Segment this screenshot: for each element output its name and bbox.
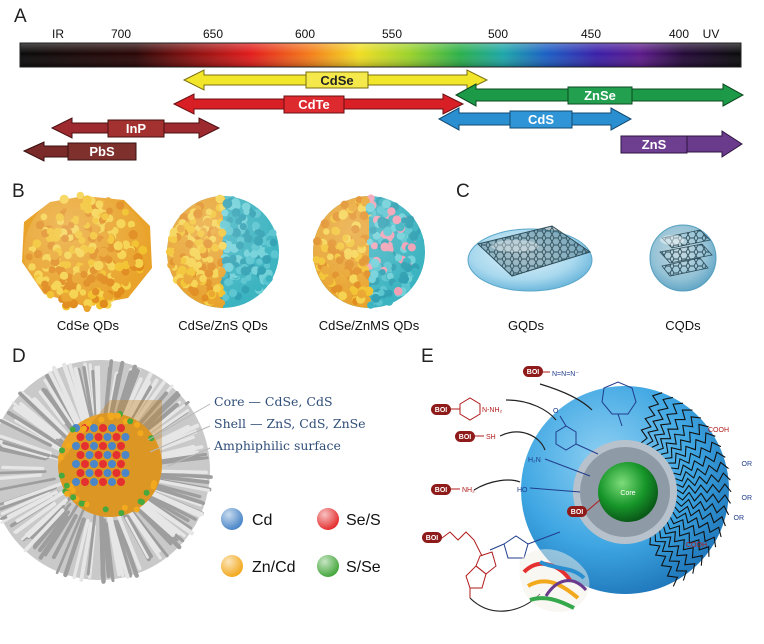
tick-label-700: 700: [111, 27, 131, 41]
caption-cdse-znms-qds: CdSe/ZnMS QDs: [319, 318, 420, 333]
cooh-label: COOH: [708, 427, 729, 434]
caption-cdse-qds: CdSe QDs: [57, 318, 120, 333]
arrow-cds: CdS: [437, 107, 633, 131]
carboxyl-ho-label: HO: [517, 487, 528, 494]
atom-legend: Cd Se/S Zn/Cd S/Se: [221, 508, 381, 577]
boi-reagents: BOI N=N=N⁻ BOI N-NH₂ BOI SH BOI NH₂ BOI: [422, 366, 601, 598]
arrow-label-zns: ZnS: [642, 137, 667, 152]
nhs-ester-group: [489, 531, 561, 559]
cdse-zns-qd-sphere: [165, 194, 281, 310]
cdse-znms-qd-sphere: [311, 194, 427, 310]
amine-group-label: NH₂: [462, 487, 475, 494]
arrow-pbs: PbS: [22, 141, 137, 162]
annotation-shell: Shell — ZnS, CdS, ZnSe: [214, 416, 366, 431]
caption-cdse-zns-qds: CdSe/ZnS QDs: [178, 318, 268, 333]
cdse-qd-sphere: [22, 190, 152, 314]
boi-hydrazine: BOI N-NH₂: [431, 397, 502, 421]
legend-label-s-se: S/Se: [346, 559, 381, 576]
cqd-illustration: [649, 224, 717, 292]
arrow-znse: ZnSe: [454, 83, 745, 107]
arrow-cdte: CdTe: [172, 93, 465, 115]
annotation-amphiphilic-surface: Amphiphilic surface: [213, 438, 341, 453]
core-label: Core: [620, 490, 635, 497]
tick-label-450: 450: [581, 27, 601, 41]
amine-surface-group: H₂N: [528, 457, 591, 477]
cyclooctyne-group: [601, 381, 637, 427]
boi-surface-bound: BOI: [567, 499, 601, 517]
arrow-cdse: CdSe: [182, 69, 489, 91]
arrow-zns: ZnS: [620, 130, 743, 158]
or-label: OR: [742, 461, 753, 468]
callout-lines: [147, 403, 211, 467]
carboxyl-group: HO: [517, 487, 581, 494]
functionalized-qd: Core: [521, 386, 732, 594]
arrow-label-pbs: PbS: [89, 144, 115, 159]
spectrum-tick-labels: IR 700 650 600 550 500 450 400 UV: [52, 27, 719, 41]
core-shell-qd-cutaway: [0, 359, 213, 584]
boi-amine: BOI NH₂: [431, 484, 475, 495]
protein-ribbon: [519, 549, 590, 612]
arrow-label-znse: ZnSe: [584, 88, 616, 103]
arrow-label-cdte: CdTe: [298, 97, 330, 112]
legend-label-se-s: Se/S: [346, 512, 381, 529]
panel-label-c: C: [456, 181, 470, 202]
tick-label-500: 500: [488, 27, 508, 41]
cooh-labels: COOH COOH: [686, 427, 729, 549]
surface-amine-label: H₂N: [528, 457, 541, 464]
tick-label-ir: IR: [52, 27, 64, 41]
boi-tag-label: BOI: [435, 407, 448, 414]
arrow-label-cds: CdS: [528, 112, 554, 127]
tick-label-650: 650: [203, 27, 223, 41]
panel-label-b: B: [12, 181, 25, 202]
surface-groups: O H₂N HO COOH COOH OR OR OR: [489, 381, 753, 559]
panel-label-d: D: [12, 346, 26, 367]
boi-tag-label: BOI: [426, 535, 439, 542]
legend-item-se-s: Se/S: [317, 508, 381, 530]
tick-label-uv: UV: [703, 27, 720, 41]
boi-tag-label: BOI: [527, 369, 540, 376]
or-label: OR: [734, 515, 745, 522]
gqd-illustration: [467, 225, 593, 292]
legend-item-cd: Cd: [221, 508, 272, 530]
aldehyde-group-label: O: [553, 408, 559, 415]
spectrum-bar: [19, 42, 742, 68]
green-core-sphere: [598, 462, 658, 522]
tick-label-600: 600: [295, 27, 315, 41]
caption-gqds: GQDs: [508, 318, 545, 333]
panel-label-a: A: [14, 6, 27, 27]
emission-range-arrows: CdSe CdTe ZnSe InP CdS PbS: [22, 69, 745, 162]
annotation-core: Core — CdSe, CdS: [214, 394, 333, 409]
or-labels: OR OR OR: [734, 461, 753, 522]
boi-tag-label: BOI: [571, 509, 584, 516]
cooh-label: COOH: [686, 542, 707, 549]
boi-azide: BOI N=N=N⁻: [523, 366, 579, 378]
legend-label-cd: Cd: [252, 512, 272, 529]
azide-group-label: N=N=N⁻: [552, 371, 579, 378]
hydrazine-group-label: N-NH₂: [482, 407, 502, 414]
aldehyde-group: O: [553, 408, 599, 455]
legend-item-s-se: S/Se: [317, 555, 381, 577]
tick-label-400: 400: [669, 27, 689, 41]
arrow-label-cdse: CdSe: [320, 73, 353, 88]
boi-tag-label: BOI: [459, 434, 472, 441]
tick-label-550: 550: [382, 27, 402, 41]
or-label: OR: [742, 495, 753, 502]
legend-label-zn-cd: Zn/Cd: [252, 559, 296, 576]
caption-cqds: CQDs: [665, 318, 701, 333]
arrow-inp: InP: [50, 117, 221, 139]
legend-item-zn-cd: Zn/Cd: [221, 555, 296, 577]
boi-tag-label: BOI: [435, 487, 448, 494]
panel-label-e: E: [421, 346, 434, 367]
boi-biotin: BOI: [422, 531, 497, 598]
arrow-label-inp: InP: [126, 121, 147, 136]
boi-thiol: BOI SH: [455, 431, 496, 442]
thiol-group-label: SH: [486, 434, 496, 441]
